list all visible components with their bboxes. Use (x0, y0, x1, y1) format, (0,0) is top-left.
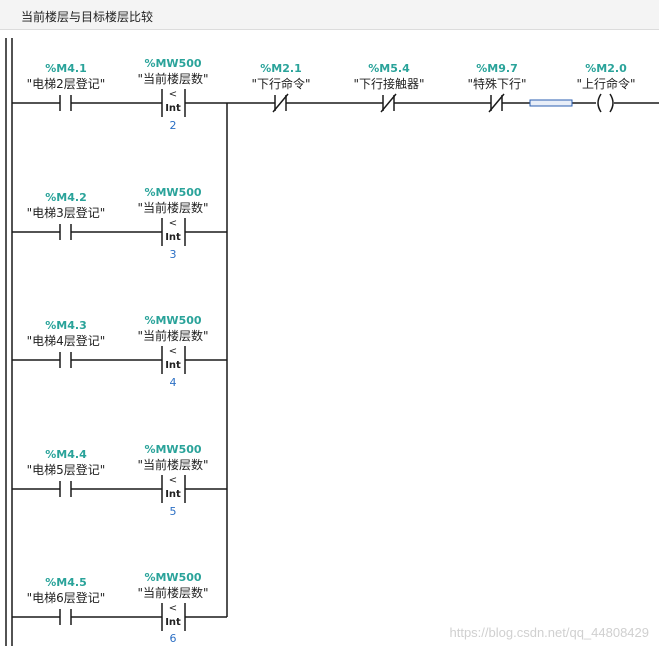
rung-1 (12, 89, 659, 117)
contact-address[interactable]: %M4.4 (45, 448, 87, 461)
compare-symbol[interactable]: "当前楼层数" (137, 329, 209, 343)
contact-address[interactable]: %M4.5 (45, 576, 87, 589)
contact-symbol[interactable]: "电梯5层登记" (26, 463, 106, 477)
compare-value[interactable]: 5 (169, 505, 177, 518)
network-title[interactable]: 当前楼层与目标楼层比较 (21, 10, 154, 24)
compare-operator: < (168, 603, 178, 614)
contact-symbol[interactable]: "电梯3层登记" (26, 206, 106, 220)
compare-type: Int (165, 489, 181, 500)
nc-contact-address[interactable]: %M9.7 (476, 62, 518, 75)
compare-symbol[interactable]: "当前楼层数" (137, 586, 209, 600)
nc-contact-symbol[interactable]: "下行接触器" (353, 77, 425, 91)
contact-symbol[interactable]: "电梯6层登记" (26, 591, 106, 605)
contact-address[interactable]: %M4.2 (45, 191, 87, 204)
contact-symbol[interactable]: "电梯4层登记" (26, 334, 106, 348)
network-title-bar: 当前楼层与目标楼层比较 (0, 0, 659, 30)
nc-contact-symbol[interactable]: "特殊下行" (467, 77, 527, 91)
compare-address[interactable]: %MW500 (144, 571, 202, 584)
compare-value[interactable]: 6 (169, 632, 177, 645)
nc-contact-symbol[interactable]: "下行命令" (251, 77, 311, 91)
compare-address[interactable]: %MW500 (144, 57, 202, 70)
rung-4 (12, 475, 227, 503)
nc-contact-address[interactable]: %M2.1 (260, 62, 302, 75)
compare-operator: < (168, 89, 178, 100)
compare-type: Int (165, 103, 181, 114)
compare-value[interactable]: 3 (169, 248, 177, 261)
compare-operator: < (168, 475, 178, 486)
contact-symbol[interactable]: "电梯2层登记" (26, 77, 106, 91)
rung-3 (12, 346, 227, 374)
compare-address[interactable]: %MW500 (144, 186, 202, 199)
compare-type: Int (165, 360, 181, 371)
compare-value[interactable]: 4 (169, 376, 177, 389)
compare-symbol[interactable]: "当前楼层数" (137, 201, 209, 215)
rung-2 (12, 218, 227, 246)
rung-connector (529, 99, 573, 107)
rung-5 (12, 603, 227, 631)
watermark: https://blog.csdn.net/qq_44808429 (449, 625, 650, 640)
coil-address[interactable]: %M2.0 (585, 62, 627, 75)
compare-type: Int (165, 232, 181, 243)
compare-operator: < (168, 218, 178, 229)
coil-symbol[interactable]: "上行命令" (576, 77, 636, 91)
compare-type: Int (165, 617, 181, 628)
compare-symbol[interactable]: "当前楼层数" (137, 458, 209, 472)
contact-address[interactable]: %M4.1 (45, 62, 87, 75)
compare-operator: < (168, 346, 178, 357)
compare-symbol[interactable]: "当前楼层数" (137, 72, 209, 86)
compare-value[interactable]: 2 (169, 119, 177, 132)
contact-address[interactable]: %M4.3 (45, 319, 87, 332)
nc-contact-address[interactable]: %M5.4 (368, 62, 410, 75)
compare-address[interactable]: %MW500 (144, 314, 202, 327)
compare-address[interactable]: %MW500 (144, 443, 202, 456)
